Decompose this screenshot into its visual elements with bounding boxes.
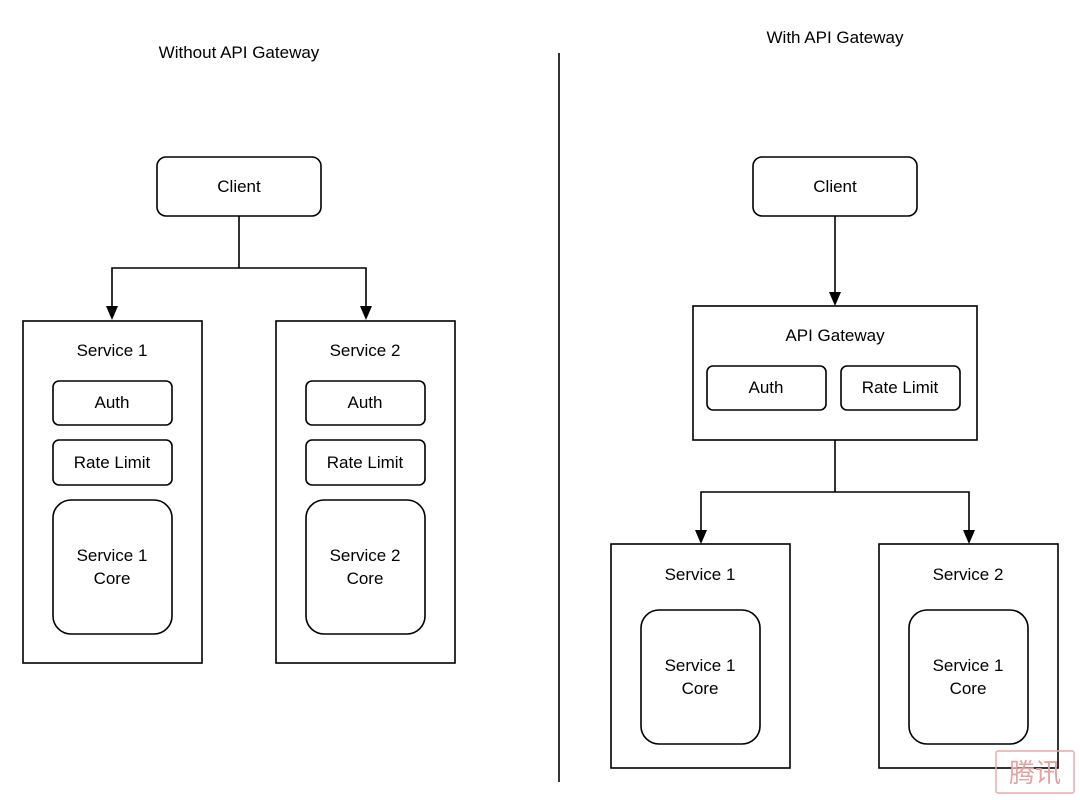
left-service2-core-label-2: Core [347, 569, 384, 588]
right-service1-title: Service 1 [665, 565, 736, 584]
left-service1-title: Service 1 [77, 341, 148, 360]
gateway-auth-box[interactable]: Auth [706, 365, 827, 411]
right-service1-core-label-1: Service 1 [665, 656, 736, 675]
right-service2-core-label-2: Core [950, 679, 987, 698]
gateway-auth-label: Auth [749, 378, 784, 397]
gateway-rate-limit-label: Rate Limit [862, 378, 939, 397]
right-arrow-service1 [695, 530, 707, 544]
left-arrow-service2 [360, 306, 372, 320]
left-service1-rate-limit-box[interactable]: Rate Limit [52, 439, 173, 486]
left-service2-auth-box[interactable]: Auth [305, 380, 426, 426]
left-service1-rate-limit-label: Rate Limit [74, 453, 151, 472]
left-service1-container[interactable]: Service 1 Auth Rate Limit Service 1 Core [22, 320, 203, 664]
api-gateway-title: API Gateway [785, 326, 885, 345]
left-service2-rate-limit-label: Rate Limit [327, 453, 404, 472]
right-service1-container[interactable]: Service 1 Service 1 Core [610, 543, 791, 769]
left-service2-core-label-1: Service 2 [330, 546, 401, 565]
right-service2-core-label-1: Service 1 [933, 656, 1004, 675]
left-service1-core-label-1: Service 1 [77, 546, 148, 565]
watermark-stamp: 腾讯 [995, 750, 1075, 794]
left-arrow-service1 [106, 306, 118, 320]
right-client-connector [829, 216, 841, 306]
left-client-node[interactable]: Client [156, 156, 322, 217]
right-gateway-connector [695, 440, 975, 544]
watermark-text: 腾讯 [1009, 759, 1061, 789]
left-service2-auth-label: Auth [348, 393, 383, 412]
left-service1-auth-label: Auth [95, 393, 130, 412]
left-client-label: Client [217, 177, 261, 196]
left-client-connector [106, 216, 372, 320]
left-service1-auth-box[interactable]: Auth [52, 380, 173, 426]
right-service1-core-box[interactable]: Service 1 Core [640, 609, 761, 745]
api-gateway-container[interactable]: API Gateway Auth Rate Limit [692, 305, 978, 441]
left-service1-core-box[interactable]: Service 1 Core [52, 499, 173, 635]
left-panel: Without API Gateway Client Service 1 Aut… [22, 43, 456, 664]
left-service2-title: Service 2 [330, 341, 401, 360]
left-service1-core-label-2: Core [94, 569, 131, 588]
right-arrow-gateway [829, 292, 841, 306]
right-arrow-service2 [963, 530, 975, 544]
gateway-rate-limit-box[interactable]: Rate Limit [840, 365, 961, 411]
right-panel: With API Gateway Client API Gateway Auth… [610, 28, 1059, 769]
right-service2-container[interactable]: Service 2 Service 1 Core [878, 543, 1059, 769]
right-client-node[interactable]: Client [752, 156, 918, 217]
left-service2-rate-limit-box[interactable]: Rate Limit [305, 439, 426, 486]
right-panel-title: With API Gateway [767, 28, 904, 47]
right-service2-title: Service 2 [933, 565, 1004, 584]
right-client-label: Client [813, 177, 857, 196]
right-service1-core-label-2: Core [682, 679, 719, 698]
left-service2-core-box[interactable]: Service 2 Core [305, 499, 426, 635]
left-service2-container[interactable]: Service 2 Auth Rate Limit Service 2 Core [275, 320, 456, 664]
right-service2-core-box[interactable]: Service 1 Core [908, 609, 1029, 745]
left-panel-title: Without API Gateway [159, 43, 320, 62]
